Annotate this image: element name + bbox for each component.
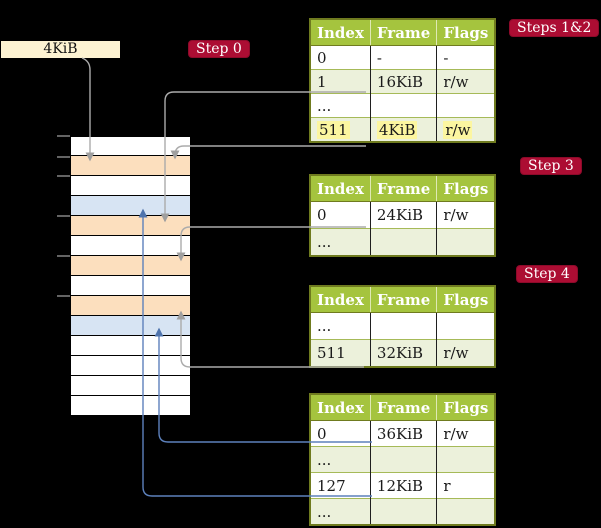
column-header-frame: Frame	[369, 394, 437, 421]
table-row-highlighted: 511 4KiB r/w	[310, 117, 496, 142]
table-header-row: Index Frame Flags	[310, 394, 496, 421]
page-table-step-3: Index Frame Flags 0 24KiB r/w ...	[309, 174, 497, 257]
root-pointer-box: 4KiB	[1, 41, 120, 58]
column-header-index: Index	[310, 175, 371, 202]
memory-row	[71, 176, 190, 196]
column-header-flags: Flags	[436, 19, 496, 46]
highlighted-value: r/w	[443, 120, 473, 139]
badge-step-4: Step 4	[516, 265, 578, 283]
memory-column	[71, 136, 190, 416]
column-header-frame: Frame	[369, 19, 437, 46]
connector-t1-entry511-to-frame	[170, 145, 366, 160]
table-row: 511 32KiB r/w	[310, 339, 496, 367]
table-row: ...	[310, 312, 496, 340]
column-header-frame: Frame	[369, 175, 437, 202]
memory-row	[71, 216, 190, 236]
memory-row	[71, 136, 190, 156]
page-table-step-4: Index Frame Flags ... 511 32KiB r/w	[309, 285, 497, 368]
table-row: 0 24KiB r/w	[310, 201, 496, 229]
highlighted-value: 4KiB	[376, 120, 418, 139]
memory-row	[71, 396, 190, 416]
memory-row	[71, 156, 190, 176]
column-header-index: Index	[310, 19, 371, 46]
table-row: 0 - -	[310, 45, 496, 70]
table-row: ...	[310, 498, 496, 525]
table-header-row: Index Frame Flags	[310, 286, 496, 313]
table-row: 1 16KiB r/w	[310, 69, 496, 94]
page-table-steps-1-2: Index Frame Flags 0 - - 1 16KiB r/w ... …	[309, 18, 497, 143]
column-header-frame: Frame	[369, 286, 437, 313]
memory-row	[71, 236, 190, 256]
table-row: ...	[310, 93, 496, 118]
table-header-row: Index Frame Flags	[310, 19, 496, 46]
memory-row	[71, 336, 190, 356]
table-row: ...	[310, 228, 496, 256]
memory-row	[71, 356, 190, 376]
page-table-last-level: Index Frame Flags 0 36KiB r/w ... 127 12…	[309, 393, 497, 526]
badge-step-0: Step 0	[188, 40, 250, 58]
highlighted-value: 511	[317, 120, 350, 139]
column-header-flags: Flags	[436, 286, 496, 313]
column-header-index: Index	[310, 394, 371, 421]
memory-ticks	[57, 135, 70, 297]
column-header-flags: Flags	[436, 394, 496, 421]
column-header-index: Index	[310, 286, 371, 313]
memory-row	[71, 276, 190, 296]
column-header-flags: Flags	[436, 175, 496, 202]
memory-row	[71, 376, 190, 396]
badge-step-3: Step 3	[520, 157, 582, 175]
table-row: 0 36KiB r/w	[310, 420, 496, 447]
badge-steps-1-2: Steps 1&2	[509, 19, 600, 37]
memory-row	[71, 316, 190, 336]
memory-row	[71, 196, 190, 216]
table-row: 127 12KiB r	[310, 472, 496, 499]
memory-row	[71, 296, 190, 316]
table-row: ...	[310, 446, 496, 473]
table-header-row: Index Frame Flags	[310, 175, 496, 202]
memory-row	[71, 256, 190, 276]
